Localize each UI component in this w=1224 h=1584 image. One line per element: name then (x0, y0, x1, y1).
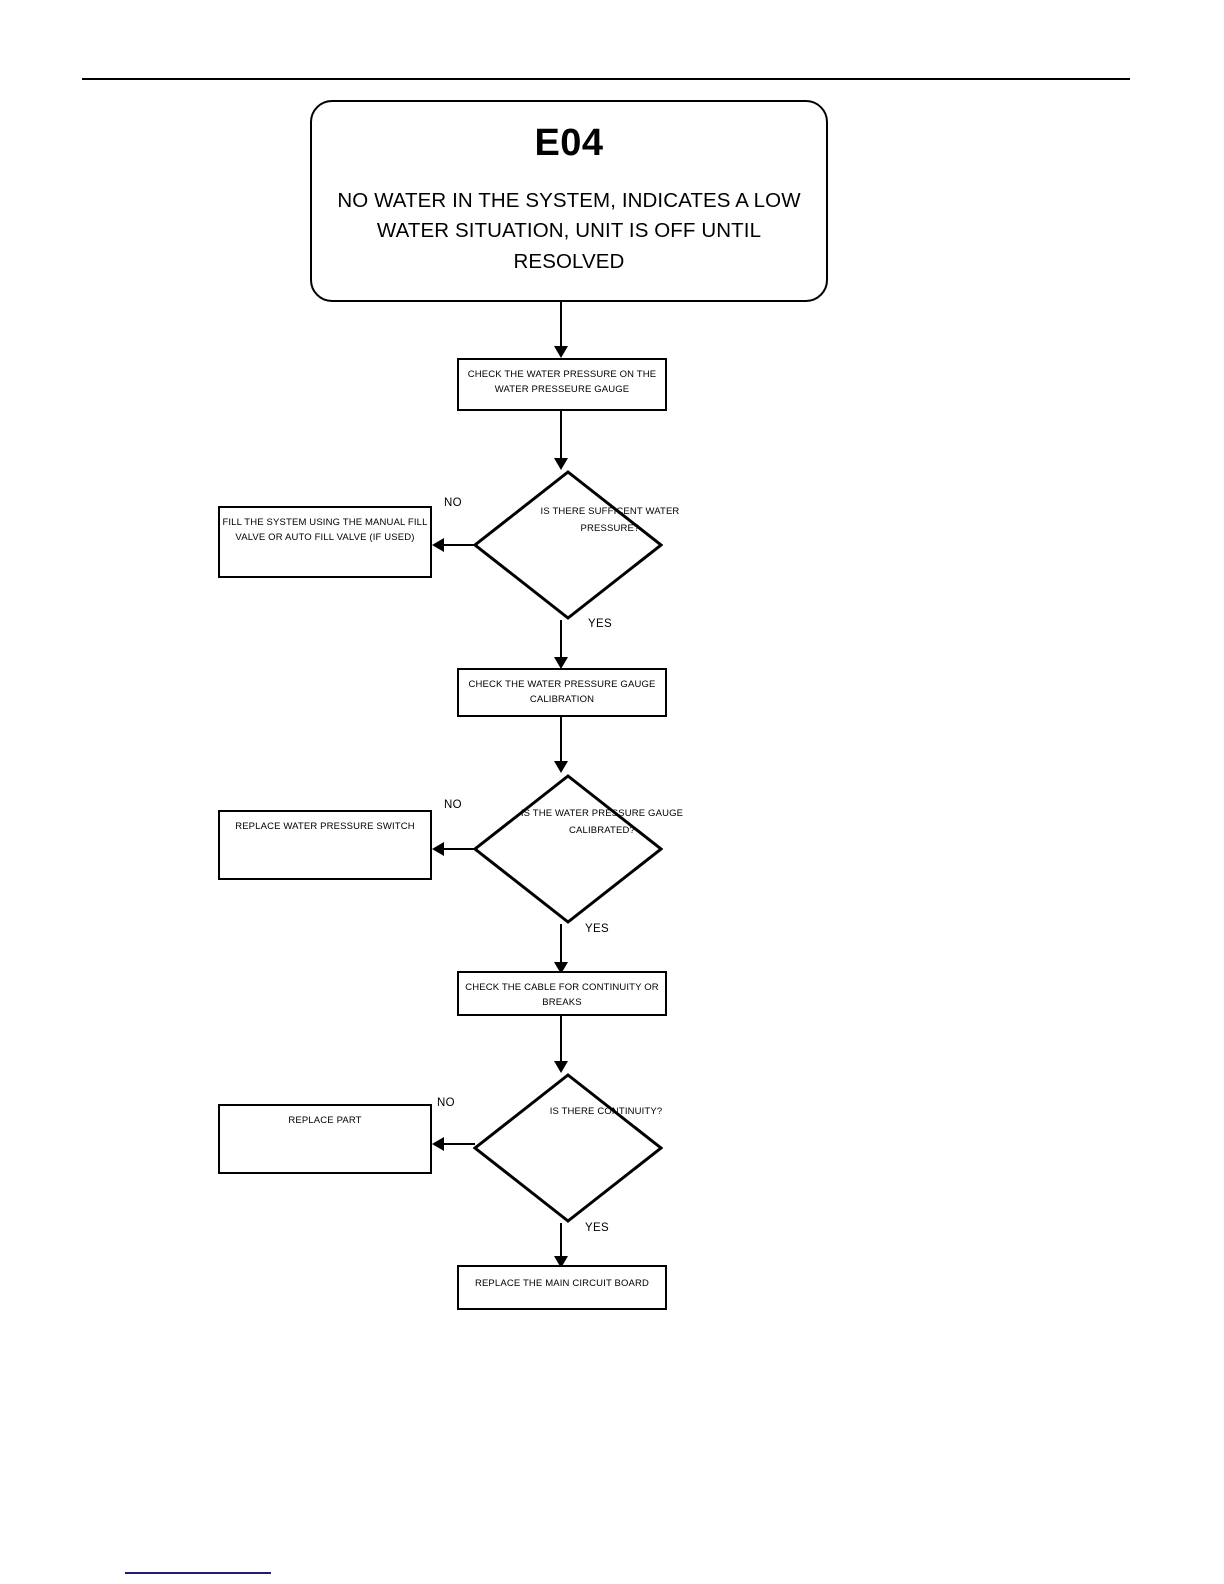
error-description-label: NO WATER IN THE SYSTEM, INDICATES A LOW … (337, 189, 801, 273)
decision-gauge-calibrated-label: IS THE WATER PRESSURE GAUGE CALIBRATED? (520, 808, 684, 836)
outcome-replace-pressure-switch-label: REPLACE WATER PRESSURE SWITCH (235, 821, 415, 832)
arrowhead-decision3-no (432, 1137, 444, 1151)
decision-diamond-shape (473, 774, 663, 924)
step-check-cable-continuity-label: CHECK THE CABLE FOR CONTINUITY OR BREAKS (465, 982, 659, 1009)
outcome-replace-part: REPLACE PART (218, 1104, 432, 1174)
footnote-separator-rule (125, 1572, 271, 1574)
connector-step2-to-decision2 (560, 717, 562, 761)
arrowhead-step2-to-decision2 (554, 761, 568, 773)
error-code-label: E04 (534, 122, 604, 164)
decision-gauge-calibrated: IS THE WATER PRESSURE GAUGE CALIBRATED? (473, 774, 683, 924)
header-rule (82, 78, 1130, 80)
arrowhead-title-to-step1 (554, 346, 568, 358)
arrowhead-step3-to-decision3 (554, 1061, 568, 1073)
step-check-cable-continuity: CHECK THE CABLE FOR CONTINUITY OR BREAKS (457, 971, 667, 1016)
decision-continuity-label: IS THERE CONTINUITY? (549, 1106, 663, 1117)
decision-continuity: IS THERE CONTINUITY? (473, 1073, 663, 1223)
outcome-fill-system: FILL THE SYSTEM USING THE MANUAL FILL VA… (218, 506, 432, 578)
step-check-water-pressure-label: CHECK THE WATER PRESSURE ON THE WATER PR… (467, 369, 657, 396)
outcome-replace-pressure-switch: REPLACE WATER PRESSURE SWITCH (218, 810, 432, 880)
decision-diamond-shape (473, 1073, 663, 1223)
arrowhead-decision1-no (432, 538, 444, 552)
connector-decision1-yes (560, 620, 562, 659)
arrowhead-step1-to-decision1 (554, 458, 568, 470)
edge-label-no-3: NO (437, 1097, 455, 1109)
title-box: E04 NO WATER IN THE SYSTEM, INDICATES A … (310, 100, 828, 302)
connector-step3-to-decision3 (560, 1016, 562, 1061)
arrowhead-decision1-yes (554, 657, 568, 669)
connector-step1-to-decision1 (560, 411, 562, 458)
step-replace-main-circuit-board: REPLACE THE MAIN CIRCUIT BOARD (457, 1265, 667, 1310)
outcome-replace-part-label: REPLACE PART (288, 1115, 362, 1126)
connector-decision3-yes (560, 1223, 562, 1263)
step-replace-main-circuit-board-label: REPLACE THE MAIN CIRCUIT BOARD (474, 1278, 650, 1289)
connector-title-to-step1 (560, 302, 562, 346)
step-check-gauge-calibration: CHECK THE WATER PRESSURE GAUGE CALIBRATI… (457, 668, 667, 717)
decision-sufficient-water-pressure-label: IS THERE SUFFICENT WATER PRESSURE? (540, 506, 680, 534)
connector-decision1-no (444, 544, 475, 546)
decision-sufficient-water-pressure: IS THERE SUFFICENT WATER PRESSURE? (473, 470, 679, 620)
edge-label-no-1: NO (444, 497, 462, 509)
connector-decision3-no (444, 1143, 475, 1145)
edge-label-no-2: NO (444, 799, 462, 811)
edge-label-yes-2: YES (585, 923, 609, 935)
connector-decision2-no (444, 848, 475, 850)
outcome-fill-system-label: FILL THE SYSTEM USING THE MANUAL FILL VA… (222, 517, 428, 544)
arrowhead-decision2-no (432, 842, 444, 856)
edge-label-yes-3: YES (585, 1222, 609, 1234)
decision-diamond-shape (473, 470, 663, 620)
step-check-water-pressure: CHECK THE WATER PRESSURE ON THE WATER PR… (457, 358, 667, 411)
edge-label-yes-1: YES (588, 618, 612, 630)
step-check-gauge-calibration-label: CHECK THE WATER PRESSURE GAUGE CALIBRATI… (468, 679, 656, 706)
connector-decision2-yes (560, 924, 562, 964)
